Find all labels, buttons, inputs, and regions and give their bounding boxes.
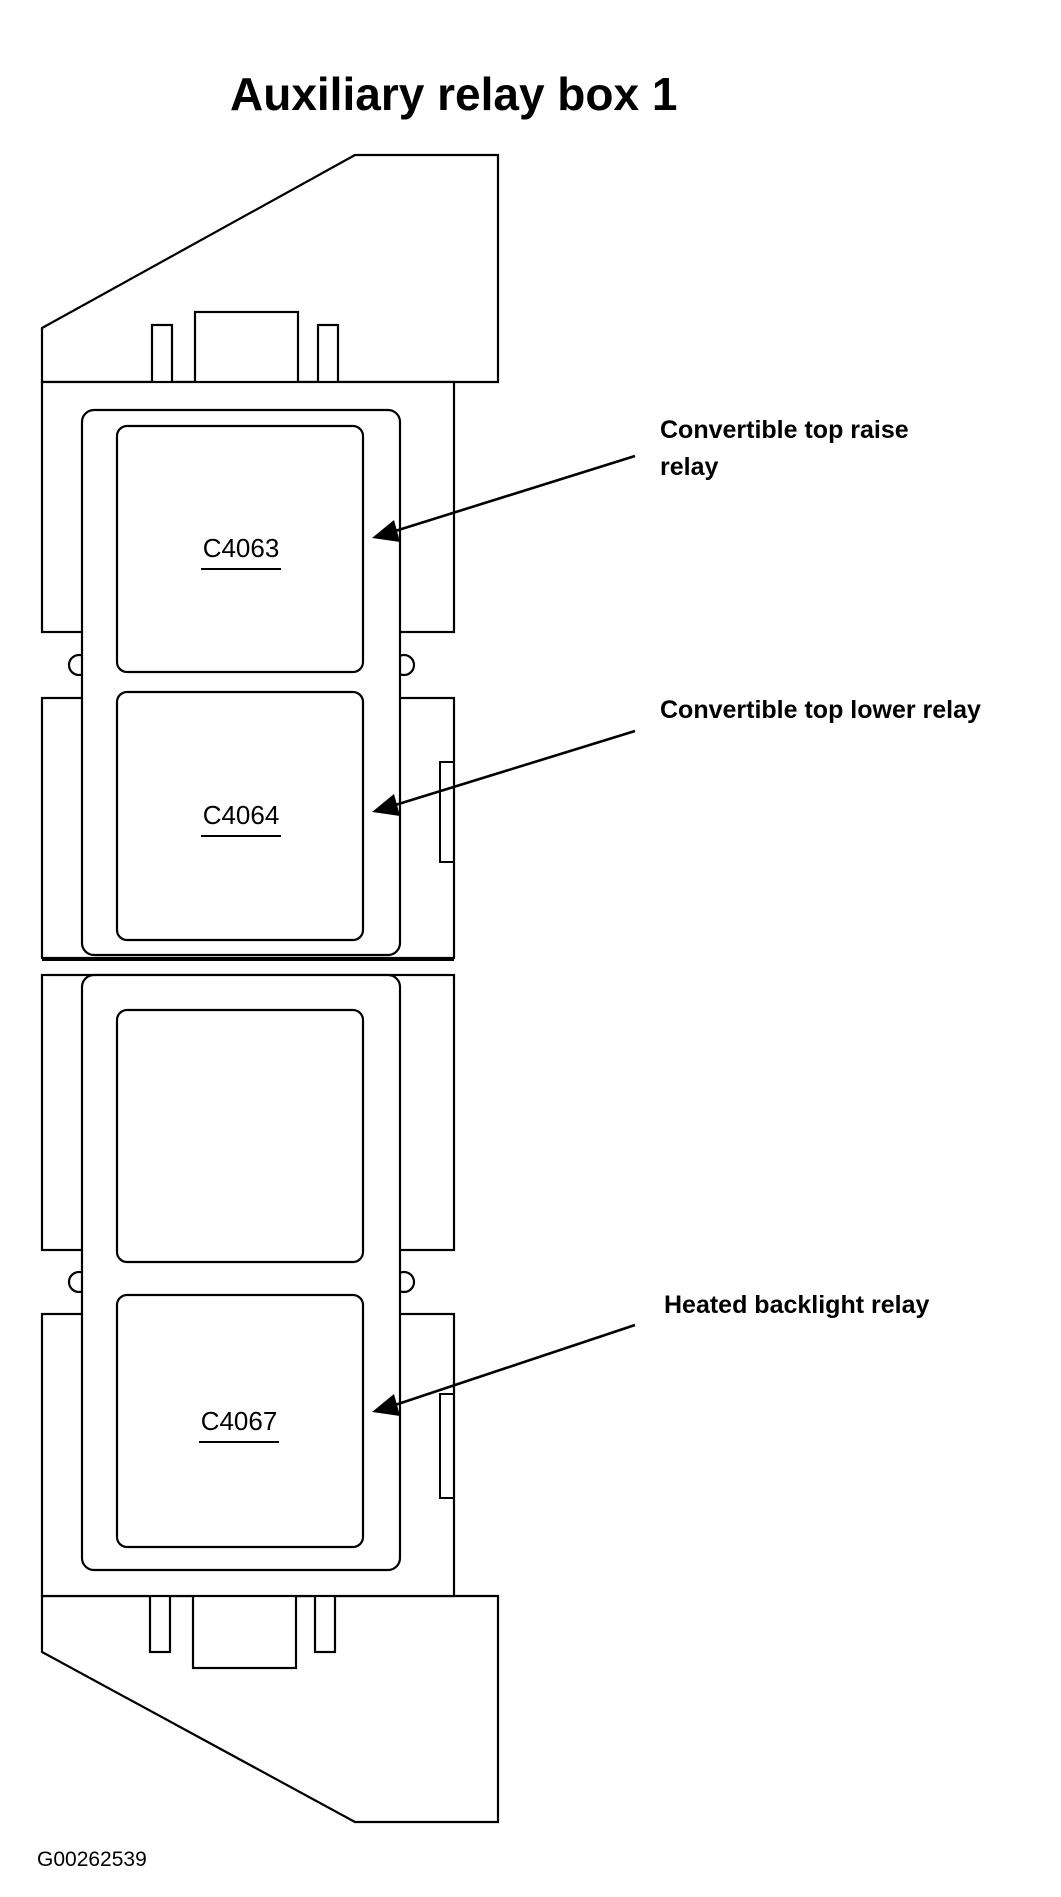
callout-arrow-c4064 xyxy=(372,729,636,816)
relay-slot-empty xyxy=(115,1008,365,1264)
top-mounting-tab xyxy=(40,153,500,386)
relay-slot-c4063 xyxy=(115,424,365,674)
relay-code-c4063: C4063 xyxy=(203,533,280,563)
diagram-title: Auxiliary relay box 1 xyxy=(230,68,677,120)
callout-arrow-c4063 xyxy=(372,454,636,542)
relay-code-c4064: C4064 xyxy=(203,800,280,830)
callout-label-c4067: Heated backlight relay xyxy=(664,1291,929,1319)
figure-id: G00262539 xyxy=(37,1848,147,1871)
bottom-mounting-tab xyxy=(40,1592,500,1824)
callout-label-c4063-line2: relay xyxy=(660,453,718,481)
relay-code-c4067: C4067 xyxy=(201,1406,278,1436)
callout-label-c4064: Convertible top lower relay xyxy=(660,696,981,724)
callout-arrow-c4067 xyxy=(372,1323,636,1416)
relay-slot-c4067 xyxy=(115,1293,365,1549)
callout-label-c4063-line1: Convertible top raise xyxy=(660,416,909,444)
relay-slot-c4064 xyxy=(115,690,365,942)
